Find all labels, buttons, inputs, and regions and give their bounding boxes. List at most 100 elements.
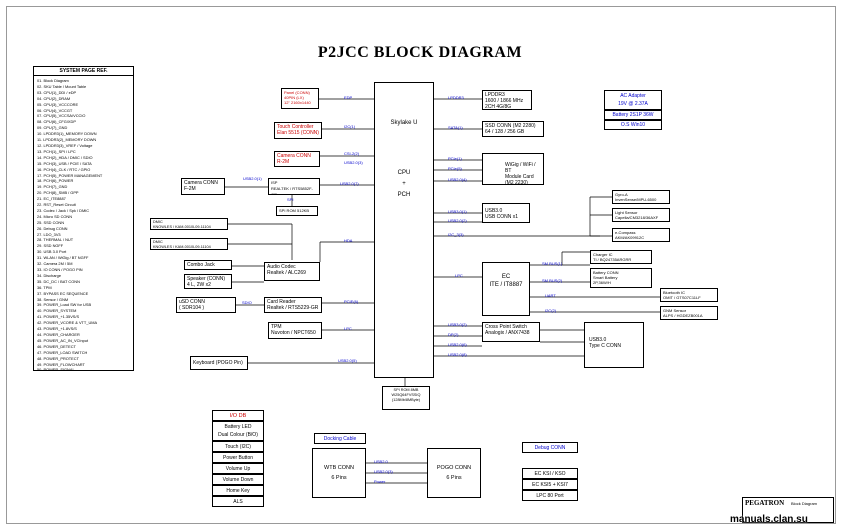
system-page-ref-item: 36. TPM — [37, 284, 52, 290]
system-page-ref-item: 18. PCH(6)_POWER — [37, 178, 74, 184]
system-page-ref-item: 48. POWER_PROTECT — [37, 355, 79, 361]
system-page-ref-item: 49. POWER_FLOWCHART — [37, 361, 85, 367]
pch-label: PCH — [397, 192, 411, 198]
wigig-block: WiGig / WiFi / BT Module Card (M2 2230) — [482, 153, 544, 185]
sig-usb20-dock1: USB2.0 — [374, 459, 388, 464]
sig-pcie1: PCIe(1) — [448, 156, 462, 161]
io-db-item: Power Button — [212, 452, 264, 463]
sig-uart: UART — [545, 293, 556, 298]
title-block: PEGATRON Block Diagram — [742, 497, 834, 523]
ac-adapter-block: AC Adapter 19V @ 2.37A — [604, 90, 662, 110]
title-block-title: Block Diagram — [791, 501, 818, 506]
system-page-ref-item: 14. PCH(2)_HDA / DMIC / SDIO — [37, 154, 93, 160]
usd-conn-block: uSD CONN ( SDR104 ) — [176, 297, 236, 313]
light-sensor-block: Light Sensor Capella/CM3218/36AXF — [612, 208, 670, 222]
speaker-block: Speaker (CONN) 4 L, 2W x2 — [184, 274, 232, 289]
system-page-ref-item: 25. SSD CONN — [37, 219, 65, 225]
io-db-item: Battery LED Dual Colour (B/O) — [212, 421, 264, 441]
sig-usb20-7: USB2.0(7) — [340, 181, 359, 186]
system-page-ref-item: 34. Discharge — [37, 272, 62, 278]
sig-hda: HDA — [344, 238, 353, 243]
sig-smbus2: SM BUS(2) — [542, 278, 563, 283]
system-page-ref-item: 21. EC_ITE8887 — [37, 196, 66, 202]
system-page-ref-item: 09. CPU(7)_GND — [37, 125, 68, 131]
sig-usb20-6: USB2.0(6) — [448, 342, 467, 347]
usb-typec-block: USB3.0 Type C CONN — [584, 322, 644, 368]
sig-i2c3: I2C_3(3) — [448, 232, 464, 237]
sig-pcie6: PCIE(6) — [344, 299, 359, 304]
sig-usb30-1: USB3.0(1) — [448, 209, 467, 214]
ecompass-block: e-Compass AKM/AK09912C — [612, 228, 670, 242]
sig-sdio: SDIO — [242, 300, 252, 305]
docking-title: Docking Cable — [314, 433, 366, 444]
combo-jack-block: Combo Jack — [184, 260, 232, 270]
sig-sata: SATA(1) — [448, 125, 463, 130]
system-page-ref-item: 32. Camera 2M / 5M — [37, 261, 73, 267]
system-page-ref-item: 08. CPU(6)_CFG/XDP — [37, 119, 76, 125]
system-page-ref-item: 11. LPDDR3(2)_MEMORY DOWN — [37, 137, 97, 143]
system-page-ref-item: 46. POWER_DETECT — [37, 343, 76, 349]
system-page-ref-item: 22. RST_Reset Circuit — [37, 202, 76, 208]
sig-power: Power — [374, 479, 386, 484]
system-page-ref-item: 26. Debug CONN — [37, 225, 68, 231]
system-page-ref-item: 17. PCH(5)_POWER MANAGEMENT — [37, 172, 103, 178]
charger-block: Charger IC TI / BQ24735ARGRR — [590, 250, 652, 264]
io-db-item: ALS — [212, 496, 264, 507]
sig-usb30-2: USB3.0(2) — [448, 322, 467, 327]
cpu-name: Skylake U — [390, 120, 418, 126]
ac-adapter-line1: AC Adapter — [620, 93, 646, 99]
gyro-sensor-block: Gyro-A InvenSense/MPU-6500 — [612, 190, 670, 204]
battery-spec-block: Battery 2S1P 36W — [604, 110, 662, 120]
usb30-block: USB3.0 USB CONN x1 — [482, 203, 530, 223]
io-db-item: Volume Down — [212, 474, 264, 485]
sig-csi2: CSI-2(2) — [344, 151, 360, 156]
system-page-ref-item: 41. POWER_+1.35VS/S — [37, 314, 80, 320]
camera-conn-rear-block: Camera CONN R-2M — [274, 151, 320, 167]
sig-usb20-5: USB2.0(5) — [338, 358, 357, 363]
system-page-ref-item: 28. THERMAL / NUT — [37, 237, 74, 243]
cross-point-block: Cross Point Switch Analogix / ANX7438 — [482, 322, 540, 342]
system-page-ref-item: 03. CPU(1)_DDI / eDP — [37, 89, 77, 95]
system-page-ref-item: 45. POWER_AC_IN_VCInput — [37, 337, 89, 343]
io-db-item: Volume Up — [212, 463, 264, 474]
system-page-ref-item: 04. CPU(2)_DRAM — [37, 95, 71, 101]
panel-block: Panel (CONN) 40PIN (LX) 12" 2160x1440 — [281, 88, 319, 109]
system-page-ref-item: 29. SSD NGFF — [37, 243, 64, 249]
system-page-ref-item: 50. POWER_SIGNAL — [37, 367, 75, 371]
debug-title: Debug CONN — [522, 442, 578, 453]
ssd-block: SSD CONN (M2 2280) 64 / 128 / 256 GB — [482, 121, 544, 137]
system-page-ref-item: 44. POWER_CHARGER — [37, 331, 80, 337]
system-page-ref-item: 47. POWER_LOAD SWITCH — [37, 349, 88, 355]
system-page-ref-item: 19. PCH(7)_GND — [37, 184, 68, 190]
sig-spi: SPI — [287, 197, 294, 202]
system-page-ref-item: 23. Codec / Jack / Spk / DMIC — [37, 207, 90, 213]
bluetooth-block: Bluetooth IC OMIT / GTS07C11LF — [660, 288, 718, 302]
spi-rom-block: SPI ROM 8MB W25Q64FVSSIQ (128Mb/8MByte) — [382, 386, 430, 410]
card-reader-block: Card Reader Realtek / RTS5229-GR — [264, 297, 322, 313]
watermark: manuals.clan.su — [730, 514, 808, 525]
sig-smbus1: SM BUS(1) — [542, 261, 563, 266]
ac-adapter-line2: 19V @ 2.37A — [618, 101, 648, 107]
dmic-2-block: DMIC KNOWLES / KAM-0010L09-11104 — [150, 238, 228, 250]
system-page-ref-item: 07. CPU(5)_VCCSA/VCCIO — [37, 113, 86, 119]
sig-lpc: LPC — [344, 326, 352, 331]
system-page-ref-item: 10. LPDDR3(1)_MEMORY DOWN — [37, 131, 97, 137]
camera-conn-front-block: Camera CONN F-2M — [181, 178, 225, 195]
cpu-pch-block: Skylake U CPU + PCH — [374, 82, 434, 378]
cpu-label: CPU — [397, 170, 411, 176]
diagram-title: P2JCC BLOCK DIAGRAM — [317, 44, 523, 61]
system-page-ref-item: 40. POWER_SYSTEM — [37, 308, 77, 314]
system-page-ref-item: 13. PCH(1)_SPI / LPC — [37, 148, 76, 154]
system-page-ref-item: 43. POWER_+1.8VS/S — [37, 326, 77, 332]
sig-usb20-8: USB2.0(8) — [448, 352, 467, 357]
sig-usb20-1: USB2.0(1) — [243, 176, 262, 181]
gnm-sensor-block: GNM Sensor ALPS / HGDEZB001A — [660, 306, 718, 320]
audio-codec-block: Audio Codec Realtek / ALC269 — [264, 262, 320, 281]
sig-lpc-ec: LPC — [455, 273, 463, 278]
isp-block: ISP REALTEK / RTS5852F-GR — [268, 178, 320, 195]
sig-lpddr3: LPDDR3 — [448, 95, 464, 100]
system-page-ref-item: 16. PCH(4)_CLK / RTC / GPIO — [37, 166, 91, 172]
tpm-block: TPM Nuvoton / NPCT650 — [268, 322, 322, 339]
